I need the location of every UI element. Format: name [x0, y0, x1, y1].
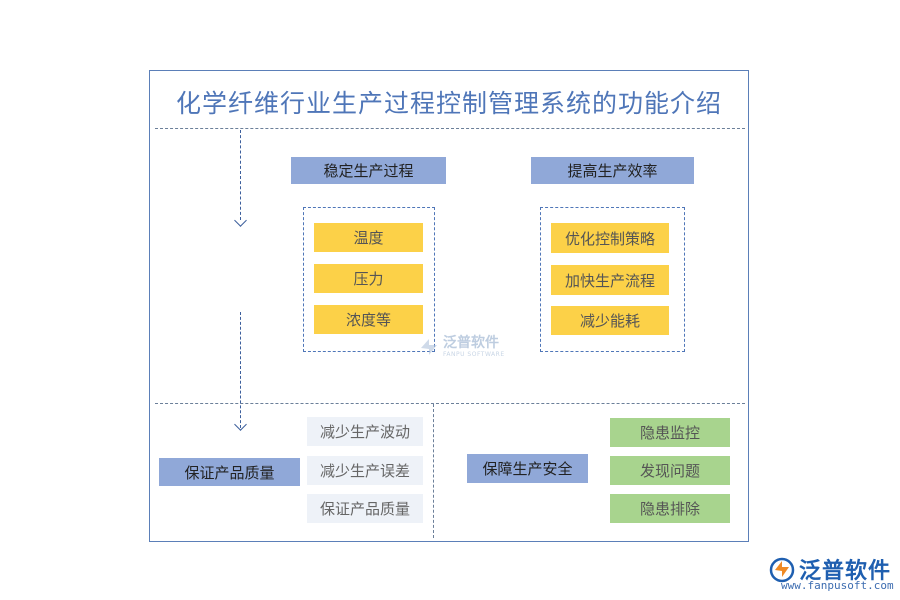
item-reduce-energy: 减少能耗	[551, 306, 669, 335]
item-find-problem: 发现问题	[610, 456, 730, 485]
efficiency-group	[540, 207, 685, 352]
stable-production-group	[303, 207, 435, 352]
flow-arrow-bottom-line	[240, 312, 241, 428]
item-speed-up-process: 加快生产流程	[551, 265, 669, 295]
title-divider	[155, 128, 745, 129]
flow-arrow-top-line	[240, 130, 241, 220]
item-pressure: 压力	[314, 264, 423, 293]
efficiency-header: 提高生产效率	[531, 157, 694, 184]
brand-logo: 泛普软件	[768, 553, 891, 585]
diagram-title: 化学纤维行业生产过程控制管理系统的功能介绍	[175, 89, 722, 118]
item-optimize-control: 优化控制策略	[551, 223, 669, 253]
logo-name: 泛普软件	[799, 559, 892, 584]
item-reduce-error: 减少生产误差	[307, 456, 423, 485]
item-temperature: 温度	[314, 223, 423, 252]
item-hazard-monitor: 隐患监控	[610, 418, 730, 447]
item-reduce-fluctuation: 减少生产波动	[307, 417, 423, 446]
quality-header: 保证产品质量	[159, 458, 300, 486]
watermark-name: 泛普软件	[443, 335, 499, 351]
item-ensure-quality: 保证产品质量	[307, 494, 423, 523]
logo-url: www.fanpusoft.com	[781, 579, 894, 592]
section-divider	[155, 403, 745, 404]
item-hazard-removal: 隐患排除	[610, 494, 730, 523]
watermark-en: FANPU SOFTWARE	[443, 351, 505, 358]
stable-production-header: 稳定生产过程	[291, 157, 446, 184]
fanpu-logo-icon	[769, 557, 795, 583]
watermark: 泛普软件 FANPU SOFTWARE	[418, 336, 505, 358]
bottom-column-divider	[433, 404, 434, 538]
diagram-frame	[149, 70, 749, 542]
fanpu-watermark-icon	[421, 339, 437, 355]
item-concentration: 浓度等	[314, 305, 423, 334]
safety-header: 保障生产安全	[467, 454, 588, 483]
